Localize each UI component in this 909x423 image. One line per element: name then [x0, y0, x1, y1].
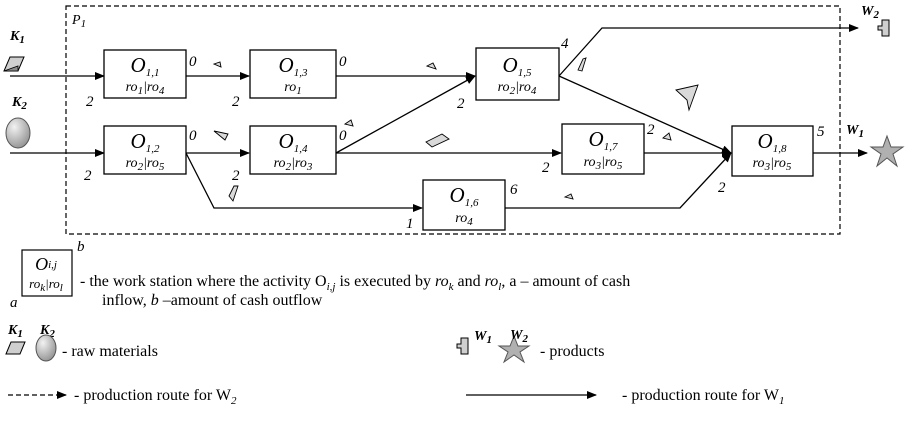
- legend-route-w1: - production route for W1: [466, 387, 785, 407]
- w1-star-icon: [869, 134, 905, 168]
- svg-text:ro4: ro4: [455, 211, 473, 228]
- svg-text:ro1|ro4: ro1|ro4: [126, 80, 165, 97]
- w2-label: W2: [861, 4, 879, 21]
- part-shape: [425, 62, 437, 70]
- station-o-1-4: O1,4 ro2|ro3 2 0: [232, 125, 347, 184]
- part-shape: [425, 133, 450, 148]
- region-p1: [65, 5, 841, 235]
- k2-ball-icon: [5, 117, 31, 149]
- svg-text:- raw materials: - raw materials: [62, 343, 158, 360]
- product-w2: W2: [861, 4, 890, 37]
- part-shape: [228, 185, 239, 202]
- legend-k2-ball-icon: [35, 334, 57, 362]
- svg-text:O1,5: O1,5: [503, 53, 532, 79]
- product-w1: W1: [846, 123, 905, 168]
- legend-w1-shape-icon: [456, 337, 469, 355]
- cash-inflow: 2: [232, 168, 240, 184]
- cash-outflow: 0: [189, 128, 197, 144]
- legend-k1-shape-icon: [5, 341, 26, 355]
- svg-text:O1,1: O1,1: [131, 53, 160, 79]
- region-p1-label: P1: [71, 13, 86, 30]
- part-shape: [662, 132, 672, 141]
- part-shape: [675, 84, 699, 112]
- cash-inflow: 2: [457, 96, 465, 112]
- k1-label: K1: [9, 29, 25, 46]
- in-transit-parts: [212, 57, 699, 202]
- svg-text:- products: - products: [540, 343, 604, 360]
- station-o-1-1: O1,1 ro1|ro4 2 0: [86, 49, 197, 110]
- cash-outflow: 6: [510, 182, 518, 198]
- svg-text:ro2|ro5: ro2|ro5: [126, 156, 165, 173]
- cash-outflow: 0: [339, 128, 347, 144]
- svg-text:rok|rol: rok|rol: [29, 276, 63, 294]
- station-o-1-7: O1,7 ro3|ro5 2 2: [542, 122, 655, 176]
- svg-text:Oi,j: Oi,j: [35, 254, 57, 274]
- svg-text:K1: K1: [7, 323, 23, 340]
- svg-text:a: a: [10, 295, 18, 311]
- k2-label: K2: [11, 95, 27, 112]
- w1-label: W1: [846, 123, 864, 140]
- route-arrows: [10, 24, 868, 212]
- cash-inflow: 2: [86, 94, 94, 110]
- part-shape: [212, 61, 222, 68]
- svg-text:b: b: [77, 239, 85, 255]
- svg-text:ro3|ro5: ro3|ro5: [584, 155, 623, 172]
- legend-raw-materials: K1 K2 - raw materials: [5, 323, 158, 362]
- legend: Oi,j rok|rol a b - the work station wher…: [5, 239, 785, 407]
- station-o-1-2: O1,2 ro2|ro5 2 0: [84, 125, 197, 184]
- legend-station-box: Oi,j rok|rol a b: [10, 239, 85, 311]
- svg-text:ro2|ro3: ro2|ro3: [274, 156, 313, 173]
- svg-text:- production route for W2: - production route for W2: [74, 387, 237, 407]
- svg-text:O1,3: O1,3: [279, 53, 308, 79]
- station-o-1-6: O1,6 ro4 1 6: [406, 179, 518, 232]
- cash-inflow: 2: [542, 160, 550, 176]
- station-o-1-8: O1,8 ro3|ro5 2 5: [718, 124, 825, 196]
- svg-text:- production route for W1: - production route for W1: [622, 387, 785, 407]
- raw-material-k1: K1: [3, 29, 25, 72]
- cash-inflow: 2: [84, 168, 92, 184]
- svg-text:O1,6: O1,6: [450, 183, 479, 209]
- cash-inflow: 2: [232, 94, 240, 110]
- legend-station-desc-line1: - the work station where the activity Oi…: [80, 273, 630, 293]
- cash-outflow: 2: [647, 122, 655, 138]
- svg-text:O1,4: O1,4: [279, 129, 308, 155]
- svg-text:ro1: ro1: [284, 80, 301, 97]
- svg-text:K2: K2: [39, 323, 55, 340]
- svg-text:ro3|ro5: ro3|ro5: [753, 156, 792, 173]
- cash-outflow: 0: [339, 54, 347, 70]
- cash-outflow: 0: [189, 54, 197, 70]
- legend-station-desc-line2: inflow, b –amount of cash outflow: [102, 292, 323, 309]
- part-shape: [577, 57, 587, 72]
- raw-material-k2: K2: [5, 95, 31, 149]
- cash-outflow: 4: [561, 36, 569, 52]
- station-o-1-5: O1,5 ro2|ro4 2 4: [457, 36, 569, 112]
- legend-route-w2: - production route for W2: [8, 387, 237, 407]
- legend-products: W1 W2 - products: [456, 328, 604, 364]
- station-o-1-3: O1,3 ro1 2 0: [232, 49, 347, 110]
- svg-text:W2: W2: [510, 328, 528, 345]
- part-shape: [563, 193, 574, 200]
- cash-inflow: 1: [406, 216, 414, 232]
- part-shape: [343, 119, 354, 127]
- cash-inflow: 2: [718, 180, 726, 196]
- svg-text:O1,2: O1,2: [131, 129, 160, 155]
- svg-text:ro2|ro4: ro2|ro4: [498, 80, 537, 97]
- w2-shape-icon: [877, 19, 890, 37]
- svg-text:W1: W1: [474, 329, 492, 346]
- legend-w2-star-icon: [497, 334, 531, 364]
- svg-text:O1,7: O1,7: [589, 127, 618, 153]
- part-shape: [213, 130, 229, 141]
- cash-outflow: 5: [817, 124, 825, 140]
- svg-text:O1,8: O1,8: [758, 129, 787, 155]
